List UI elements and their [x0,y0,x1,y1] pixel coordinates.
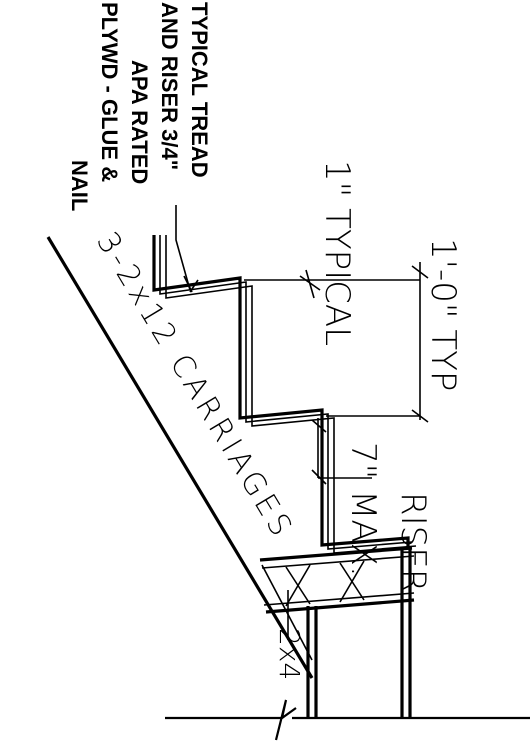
riser-text-2: RISER [393,492,433,592]
tread-note-leader [175,205,199,293]
landing-framing [259,546,415,718]
tread-dim-text: 1'-0" TYP [423,238,463,391]
carriages-text: 3-2x12 CARRIAGES [89,226,300,546]
note-line-3: APA RATED [127,60,152,184]
note-line-1: TYPICAL TREAD [187,2,212,178]
riser-label: 7" MAX. RISER [343,442,433,592]
nosing-label: 1" TYPICAL [317,160,357,346]
note-line-2: AND RISER 3/4" [157,2,182,170]
tread-dim-label: 1'-0" TYP [423,238,463,391]
note-line-4: PLYWD - GLUE & [97,2,122,182]
dimension-lines [244,262,429,485]
note-line-5: NAIL [67,160,92,211]
post-text: 2x4 [273,628,306,680]
carriages-label: 3-2x12 CARRIAGES [89,226,300,546]
ground-line [165,699,530,741]
post-label: 2x4 [273,628,306,680]
riser-text-1: 7" MAX. [343,442,383,577]
tread-riser-note: TYPICAL TREAD AND RISER 3/4" APA RATED P… [67,2,212,211]
nosing-text: 1" TYPICAL [317,160,357,346]
